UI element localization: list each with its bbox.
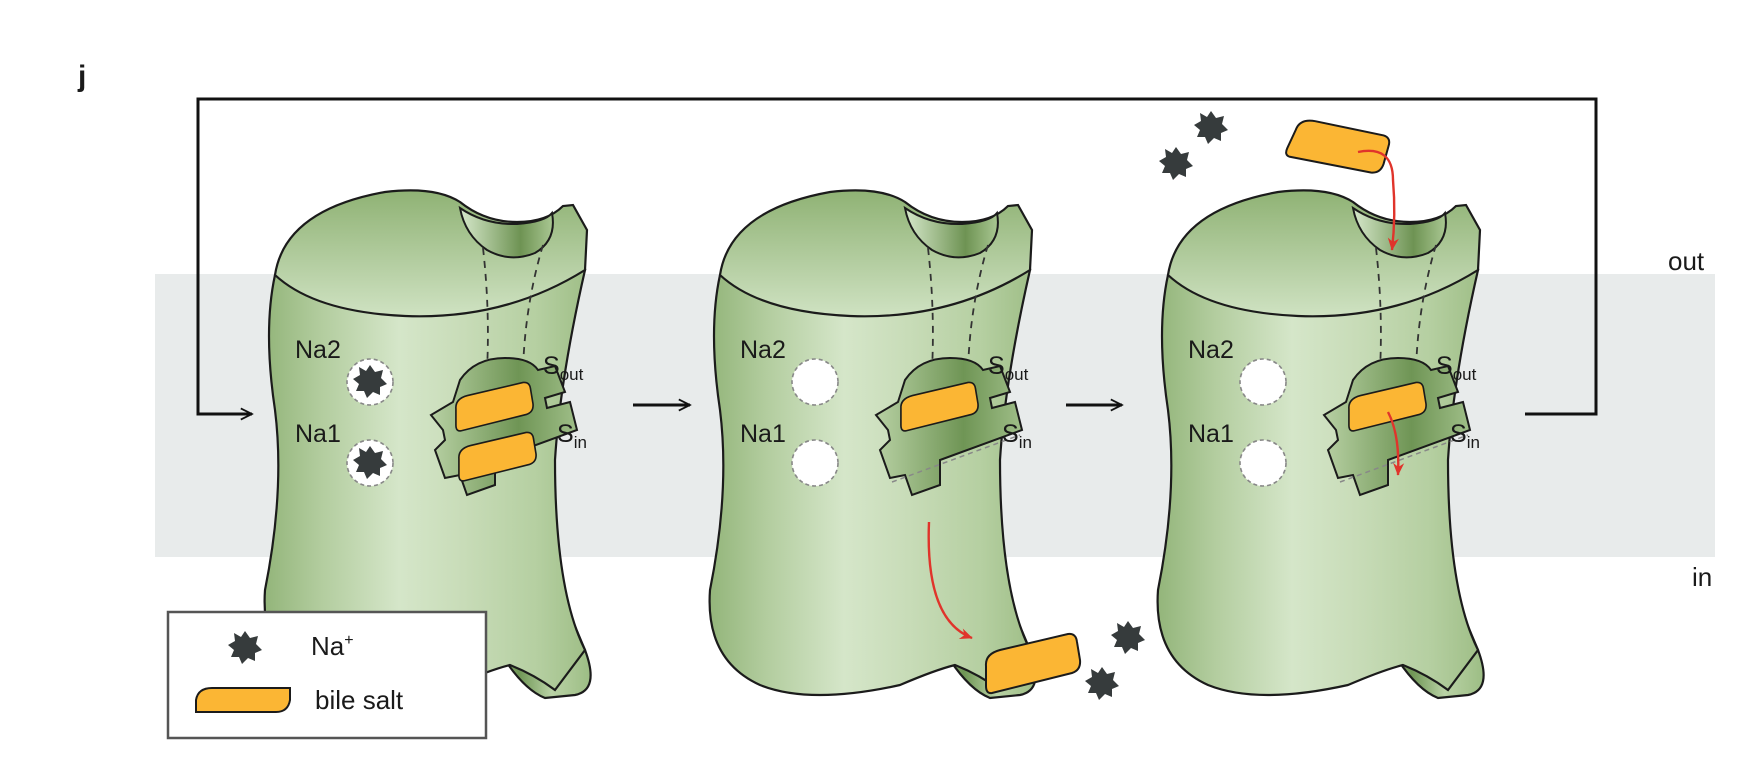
incoming-sodium-icon bbox=[1159, 147, 1193, 180]
na1-site-empty bbox=[791, 439, 839, 487]
legend-bile-salt-label: bile salt bbox=[315, 685, 404, 715]
legend-sodium-label: Na+ bbox=[311, 631, 354, 661]
na2-site-label: Na2 bbox=[740, 336, 786, 364]
transporter-state-3: Na2 Na1 Sout Sin bbox=[1156, 99, 1485, 700]
legend-bile-salt-icon bbox=[195, 687, 291, 713]
na2-site-empty bbox=[791, 358, 839, 406]
na2-site-label: Na2 bbox=[295, 336, 341, 364]
s-out-label: Sout bbox=[543, 352, 584, 384]
incoming-bile-salt-icon bbox=[1283, 99, 1396, 196]
na2-site-empty bbox=[1239, 358, 1287, 406]
s-out-label: Sout bbox=[1436, 352, 1477, 384]
translocation-arrow bbox=[1386, 411, 1405, 476]
transporter-state-2: Na2 Na1 Sout Sin bbox=[708, 189, 1145, 700]
panel-label: j bbox=[77, 60, 86, 93]
na1-site-label: Na1 bbox=[295, 420, 341, 448]
na1-site-label: Na1 bbox=[1188, 420, 1234, 448]
empty-s-in-pocket bbox=[891, 434, 1021, 483]
released-sodium-icon bbox=[1111, 621, 1145, 654]
binding-arrow bbox=[1357, 149, 1399, 251]
s-in-label: Sin bbox=[557, 420, 587, 452]
s-in-label: Sin bbox=[1002, 420, 1032, 452]
legend: Na+ bile salt bbox=[166, 610, 488, 740]
inside-label: in bbox=[1692, 562, 1712, 592]
release-arrow bbox=[927, 521, 973, 640]
na1-site-empty bbox=[1239, 439, 1287, 487]
na1-site-label: Na1 bbox=[740, 420, 786, 448]
cycle-return-arrow bbox=[196, 97, 1598, 414]
released-sodium-icon bbox=[1085, 667, 1119, 700]
s-out-label: Sout bbox=[988, 352, 1029, 384]
transporter-state-1: Na2 Na1 Sout Sin bbox=[263, 189, 592, 700]
outside-label: out bbox=[1668, 246, 1705, 276]
empty-s-in-pocket bbox=[1339, 434, 1469, 483]
na2-site-label: Na2 bbox=[1188, 336, 1234, 364]
legend-box bbox=[166, 610, 488, 740]
s-in-label: Sin bbox=[1450, 420, 1480, 452]
incoming-sodium-icon bbox=[1194, 111, 1228, 144]
